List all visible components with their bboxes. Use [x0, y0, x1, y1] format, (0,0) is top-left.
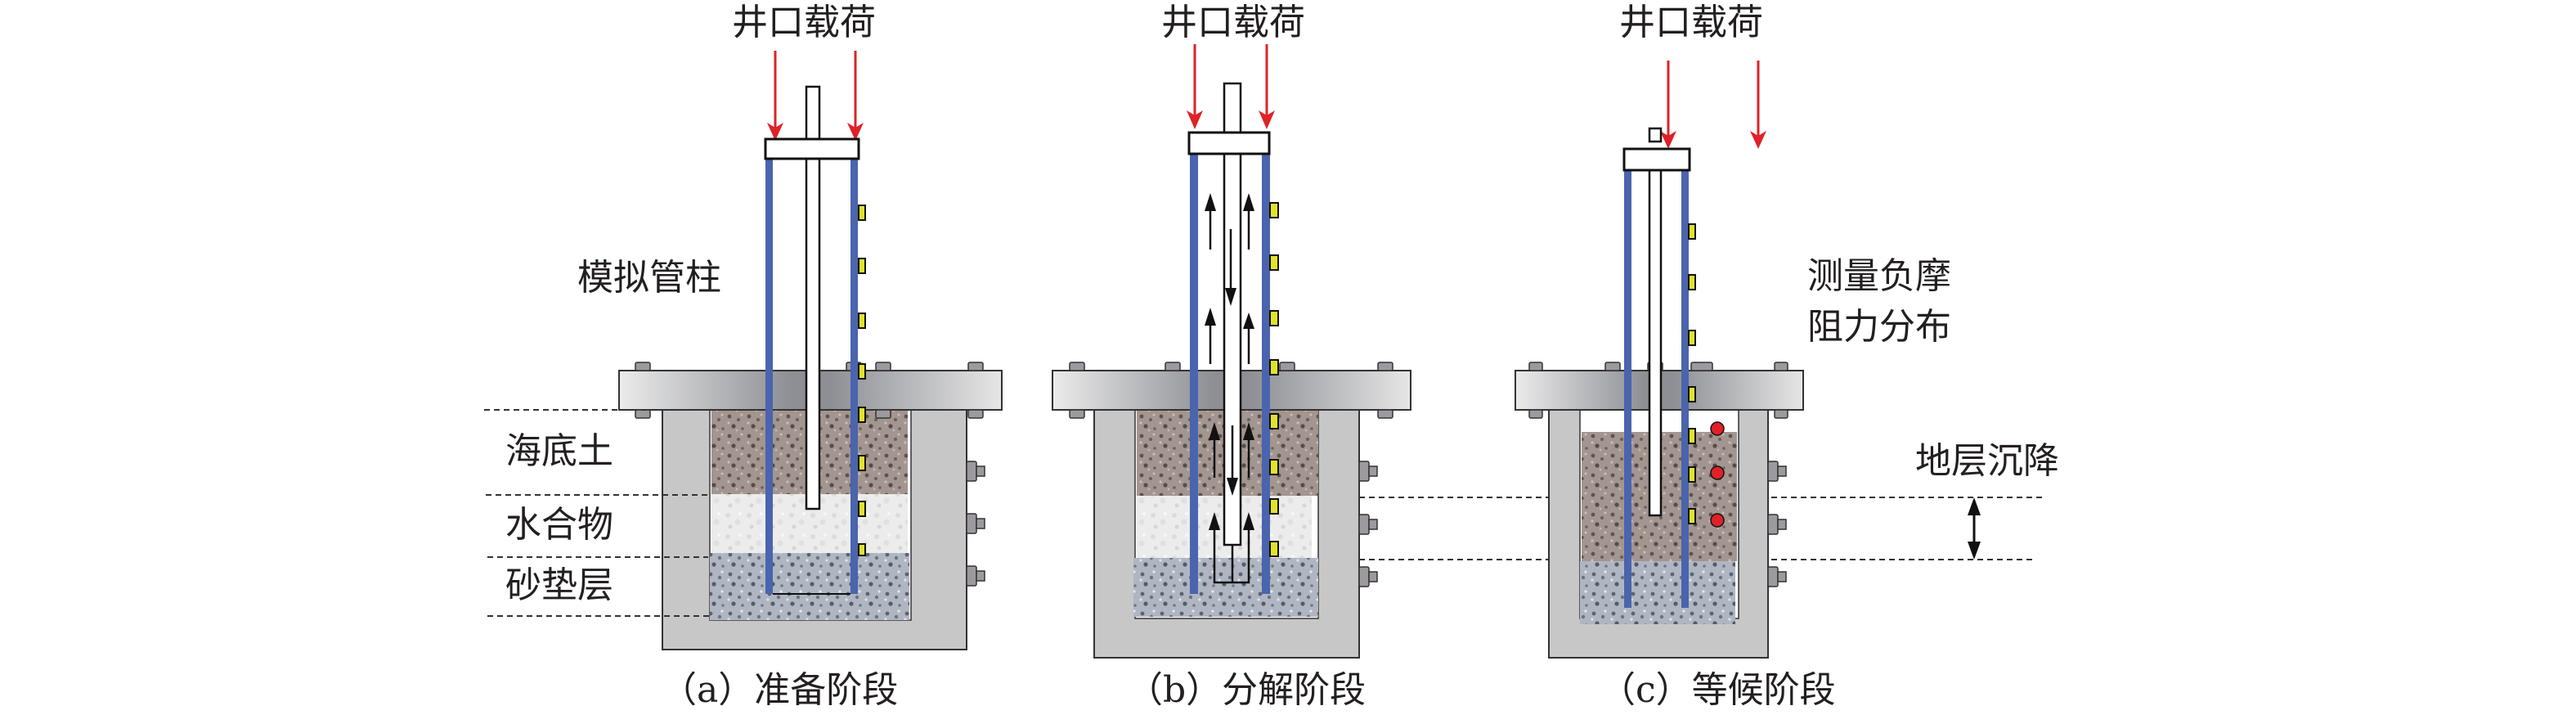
strain-sensors-c	[1688, 223, 1696, 524]
layer-boundary-lines-a	[484, 409, 711, 617]
center-rod-c	[1648, 127, 1663, 143]
load-label-a: 井口载荷	[732, 2, 876, 43]
load-arrowhead-left-a	[767, 123, 783, 141]
flow-arrowheads-b	[1205, 193, 1254, 530]
casing-left-c	[1624, 169, 1631, 608]
panel-c: 井口载荷	[1515, 2, 2059, 711]
load-arrowhead-right-a	[847, 123, 864, 141]
load-label-b: 井口载荷	[1161, 2, 1305, 43]
side-bolts-a	[966, 461, 985, 587]
load-arrowhead-right-b	[1259, 110, 1275, 129]
negative-friction-label-line2: 阻力分布	[1807, 306, 1951, 348]
settlement-label: 地层沉降	[1915, 440, 2059, 482]
settlement-arrowhead-down	[1968, 542, 1981, 560]
center-rod-a	[805, 85, 821, 510]
strain-sensors-b	[1269, 202, 1279, 557]
casing-left-b	[1190, 154, 1198, 594]
layer-label-sand-cushion: 砂垫层	[505, 564, 613, 606]
side-bolts-c	[1767, 461, 1787, 587]
wellhead-cap-b	[1187, 131, 1271, 155]
settlement-arrowhead-up	[1968, 497, 1981, 515]
wellhead-cap-a	[764, 137, 860, 160]
tubing-label: 模拟管柱	[577, 257, 721, 299]
sand-cushion-layer-c	[1580, 561, 1735, 624]
sand-cushion-layer-b	[1133, 558, 1318, 617]
caption-c: （c）等候阶段	[1600, 669, 1836, 711]
caption-b: （b）分解阶段	[1127, 669, 1366, 711]
casing-left-a	[765, 159, 773, 594]
wellhead-cap-c	[1622, 147, 1691, 172]
load-arrowhead-left-c	[1660, 131, 1676, 149]
load-label-c: 井口载荷	[1619, 2, 1763, 43]
layer-label-seabed-soil: 海底土	[505, 430, 613, 472]
panel-b: 井口载荷	[1052, 2, 1411, 711]
caption-a: （a）准备阶段	[661, 669, 898, 711]
flange-bolts-b	[1069, 362, 1393, 419]
negative-friction-label-line1: 测量负摩	[1807, 255, 1951, 297]
layer-label-hydrate: 水合物	[505, 504, 613, 546]
casing-right-a	[850, 159, 858, 594]
load-arrowhead-left-b	[1187, 110, 1203, 129]
sand-cushion-layer-a	[710, 553, 909, 620]
strain-sensors-a	[858, 205, 866, 556]
settlement-markers-c	[1710, 421, 1725, 528]
side-bolts-b	[1358, 461, 1378, 587]
casing-right-b	[1262, 154, 1270, 594]
casing-right-c	[1681, 169, 1689, 608]
panel-a: 井口载荷	[484, 2, 1003, 711]
center-tube-c	[1648, 169, 1663, 517]
load-arrowhead-right-c	[1750, 131, 1766, 149]
